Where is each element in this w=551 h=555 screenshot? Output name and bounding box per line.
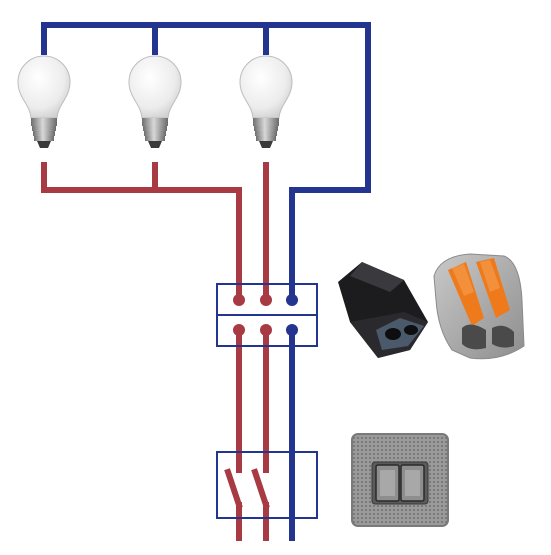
bulb-left xyxy=(17,55,71,148)
lever-connector-photo xyxy=(433,253,525,360)
bulb-right xyxy=(239,55,293,148)
terminal-bottom-live-1 xyxy=(233,324,245,336)
terminal-top-live-2 xyxy=(260,294,272,306)
live-wires xyxy=(41,162,270,541)
switch-block-outline xyxy=(216,451,318,519)
terminal-top-neutral xyxy=(286,294,298,306)
terminal-bottom-live-2 xyxy=(260,324,272,336)
switch-2-blade xyxy=(251,468,270,509)
push-in-connector-icon xyxy=(338,262,428,358)
light-bulb-icon xyxy=(128,55,182,148)
double-switch-photo xyxy=(351,433,449,527)
push-in-connector-photo xyxy=(338,262,428,358)
switch-1-blade xyxy=(224,468,243,509)
terminal-block xyxy=(216,283,318,347)
live-bulbs-1-2-return xyxy=(41,162,242,300)
light-bulb-icon xyxy=(239,55,293,148)
neutral-top-bus xyxy=(41,22,371,300)
bulb-middle xyxy=(128,55,182,148)
double-switch-schematic xyxy=(216,451,318,519)
terminal-top-live-1 xyxy=(233,294,245,306)
lever-connector-icon xyxy=(433,253,525,360)
terminal-bottom-neutral xyxy=(286,324,298,336)
double-rocker-switch-icon xyxy=(351,433,449,527)
neutral-wires xyxy=(41,22,371,541)
light-bulb-icon xyxy=(17,55,71,148)
